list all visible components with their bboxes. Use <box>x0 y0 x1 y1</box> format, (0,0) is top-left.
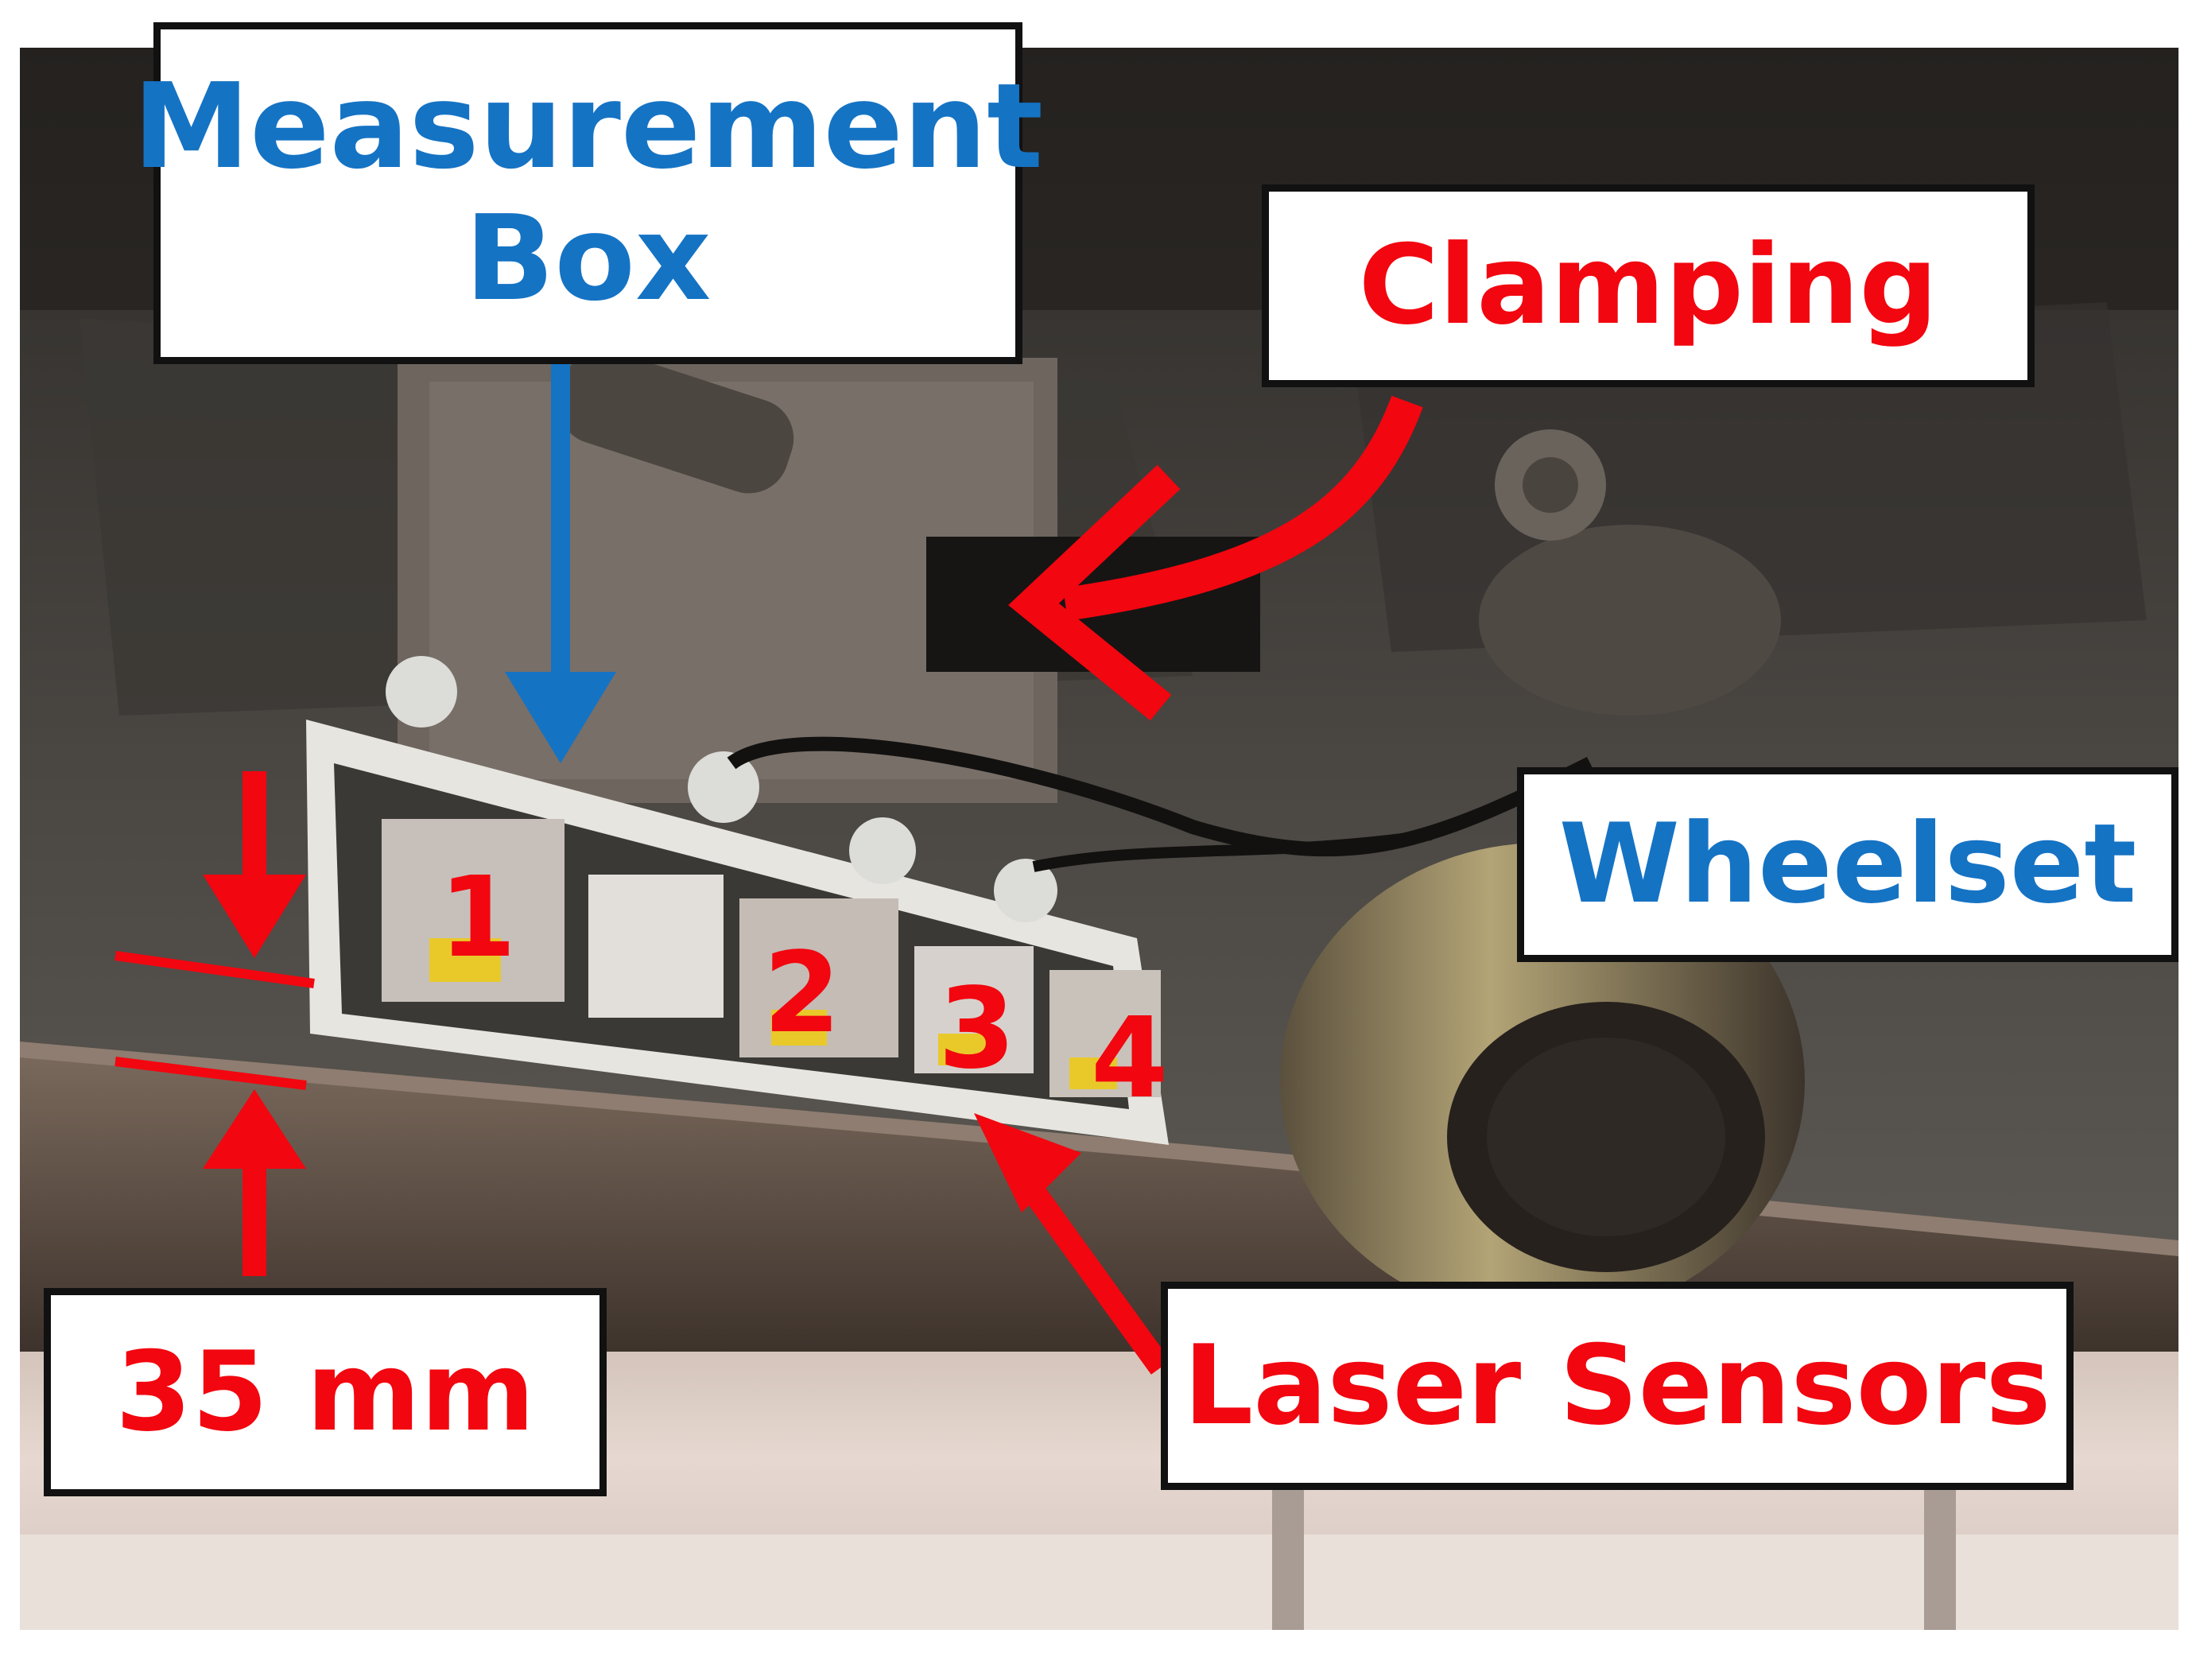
gap-label: 35 mm <box>44 1288 607 1496</box>
wheelset-label: Wheelset <box>1517 767 2178 962</box>
laser-sensors-label-text: Laser Sensors <box>1183 1321 2051 1449</box>
measurement-box-label: Measurement Box <box>133 22 1043 364</box>
laser-sensors-arrow <box>974 1113 1171 1375</box>
gap-dimension-marker <box>114 771 315 1276</box>
measurement-box <box>306 656 1594 1145</box>
laser-sensors-label: Laser Sensors <box>1161 1282 2074 1490</box>
gap-label-text: 35 mm <box>115 1327 535 1456</box>
measurement-box-label-text: Measurement Box <box>132 58 1044 327</box>
clamping-label-text: Clamping <box>1358 221 1938 350</box>
wheel <box>1280 843 1805 1320</box>
sensor-number-2: 2 <box>763 929 841 1058</box>
wheelset-label-text: Wheelset <box>1558 800 2137 929</box>
clamping-label: Clamping <box>1262 184 2035 387</box>
sensor-number-1: 1 <box>439 853 517 983</box>
measurement-box-arrow <box>505 362 616 763</box>
sensor-number-3: 3 <box>938 964 1016 1094</box>
sensor-number-4: 4 <box>1091 994 1169 1123</box>
clamping-arrow <box>1008 395 1423 721</box>
